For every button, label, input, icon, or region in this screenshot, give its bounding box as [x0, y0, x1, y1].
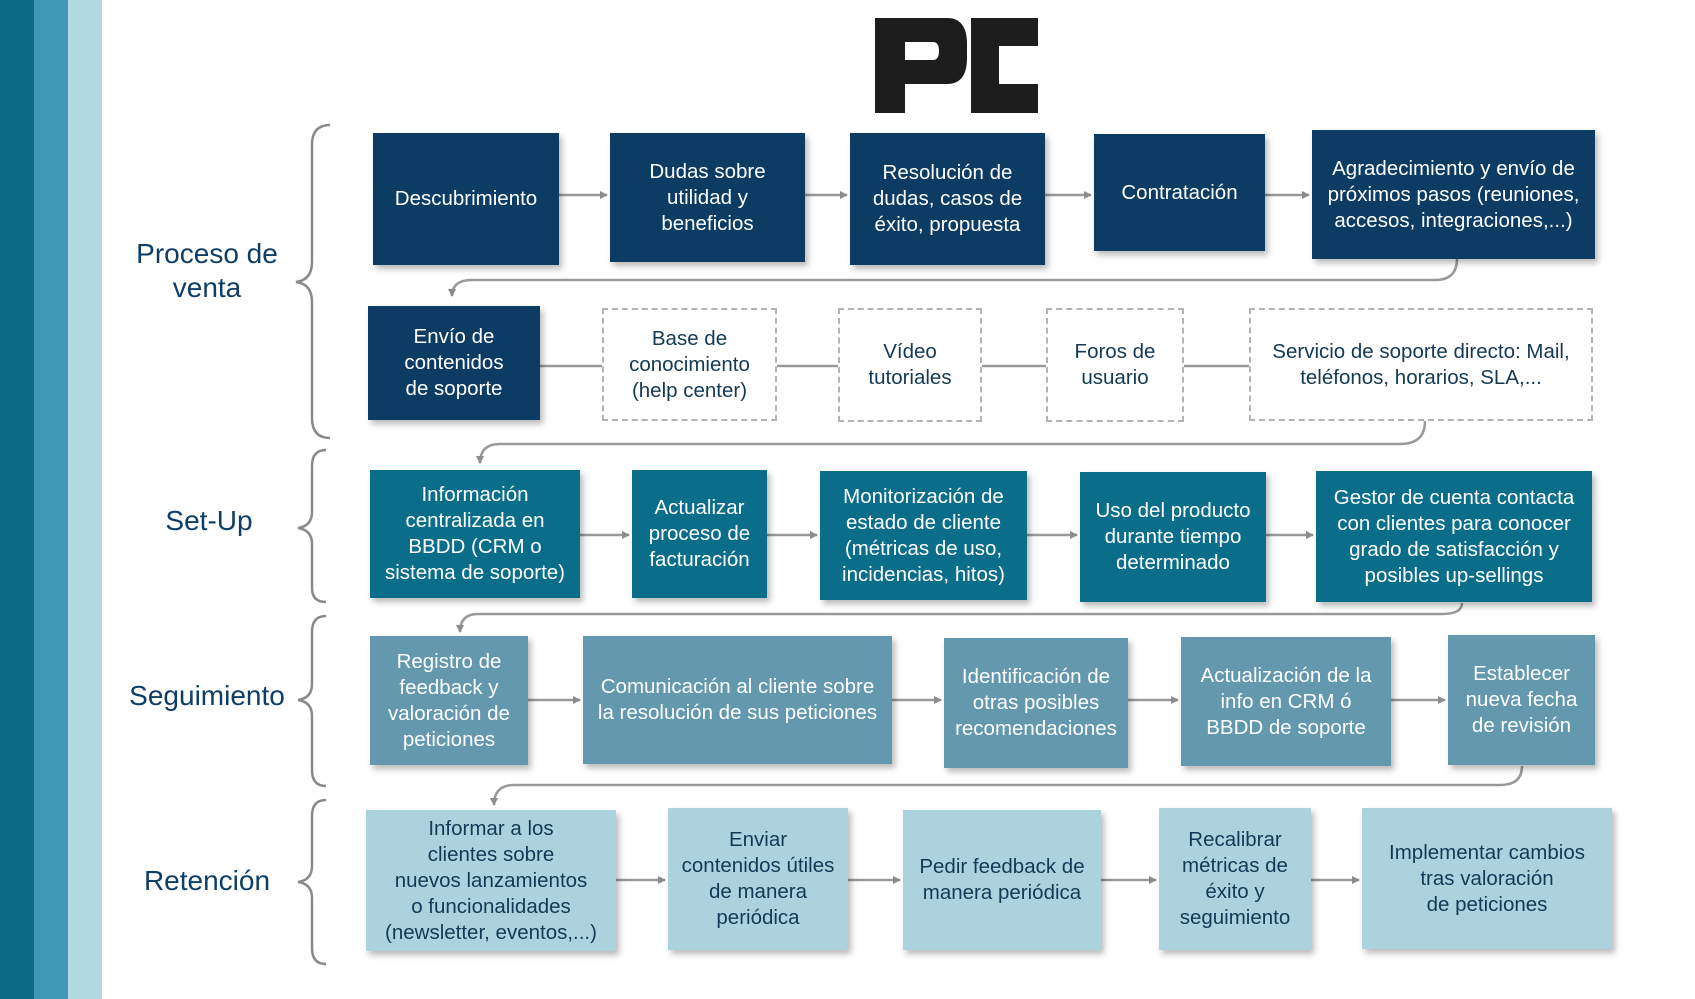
step-box: Contratación: [1094, 134, 1265, 251]
step-box: Comunicación al cliente sobre la resoluc…: [583, 636, 892, 764]
stripe-mid: [34, 0, 68, 999]
step-box: Descubrimiento: [373, 133, 559, 265]
step-text: Vídeo tutoriales: [868, 340, 952, 389]
step-text: Foros de usuario: [1074, 340, 1156, 389]
step-text: Dudas sobre utilidad y beneficios: [649, 159, 766, 235]
stripe-light: [68, 0, 102, 999]
support-option-box: Servicio de soporte directo: Mail, teléf…: [1249, 308, 1593, 421]
step-text: Actualización de la info en CRM ó BBDD d…: [1200, 663, 1372, 739]
step-text: Establecer nueva fecha de revisión: [1465, 662, 1578, 737]
step-box: Registro de feedback y valoración de pet…: [370, 636, 528, 765]
step-box: Dudas sobre utilidad y beneficios: [610, 133, 805, 262]
step-box: Actualización de la info en CRM ó BBDD d…: [1181, 637, 1391, 766]
step-box: Información centralizada en BBDD (CRM o …: [370, 470, 580, 598]
step-box: Enviar contenidos útiles de manera perió…: [668, 808, 848, 950]
step-text: Descubrimiento: [394, 187, 538, 210]
step-text: Base de conocimiento (help center): [629, 326, 750, 402]
support-option-box: Vídeo tutoriales: [838, 308, 982, 422]
step-box: Uso del producto durante tiempo determin…: [1080, 472, 1266, 602]
stage-label-followup: Seguimiento: [129, 680, 285, 711]
step-box: Resolución de dudas, casos de éxito, pro…: [850, 133, 1045, 265]
step-text: Informar a los clientes sobre nuevos lan…: [385, 816, 597, 944]
step-text: Información centralizada en BBDD (CRM o …: [384, 483, 566, 584]
step-text: Resolución de dudas, casos de éxito, pro…: [872, 161, 1023, 236]
step-box: Actualizar proceso de facturación: [632, 470, 767, 598]
step-text: Monitorización de estado de cliente (mét…: [842, 484, 1005, 586]
step-box: Agradecimiento y envío de próximos pasos…: [1312, 130, 1595, 259]
step-box: Informar a los clientes sobre nuevos lan…: [366, 810, 616, 951]
step-text: Uso del producto durante tiempo determin…: [1095, 499, 1251, 574]
step-box: Identificación de otras posibles recomen…: [944, 638, 1128, 768]
step-text: Enviar contenidos útiles de manera perió…: [681, 828, 835, 929]
pc-logo: [875, 18, 1038, 113]
step-box: Establecer nueva fecha de revisión: [1448, 635, 1595, 765]
step-box: Monitorización de estado de cliente (mét…: [820, 471, 1027, 600]
stripe-dark: [0, 0, 34, 999]
step-text: Comunicación al cliente sobre la resoluc…: [597, 675, 878, 724]
step-text: Actualizar proceso de facturación: [648, 496, 751, 571]
step-text: Gestor de cuenta contacta con clientes p…: [1333, 485, 1575, 587]
support-option-box: Foros de usuario: [1046, 308, 1184, 422]
step-box: Envío de contenidos de soporte: [368, 306, 540, 420]
step-box: Implementar cambios tras valoración de p…: [1362, 808, 1612, 949]
step-text: Identificación de otras posibles recomen…: [955, 665, 1117, 740]
step-box: Gestor de cuenta contacta con clientes p…: [1316, 471, 1592, 602]
step-text: Contratación: [1121, 180, 1238, 204]
step-box: Recalibrar métricas de éxito y seguimien…: [1159, 808, 1311, 950]
step-text: Pedir feedback de manera periódica: [919, 855, 1085, 904]
step-text: Agradecimiento y envío de próximos pasos…: [1327, 156, 1580, 232]
step-box: Pedir feedback de manera periódica: [903, 810, 1101, 950]
stage-braces: [295, 123, 331, 966]
stage-label-retention: Retención: [143, 865, 271, 896]
stage-label-setup: Set-Up: [165, 505, 253, 536]
support-option-box: Base de conocimiento (help center): [602, 308, 777, 421]
step-text: Recalibrar métricas de éxito y seguimien…: [1179, 828, 1291, 929]
step-text: Implementar cambios tras valoración de p…: [1389, 840, 1585, 916]
step-text: Envío de contenidos de soporte: [404, 325, 504, 400]
step-text: Servicio de soporte directo: Mail, teléf…: [1272, 339, 1570, 389]
stage-label-sale: Proceso de venta: [136, 238, 278, 303]
step-text: Registro de feedback y valoración de pet…: [388, 649, 510, 751]
